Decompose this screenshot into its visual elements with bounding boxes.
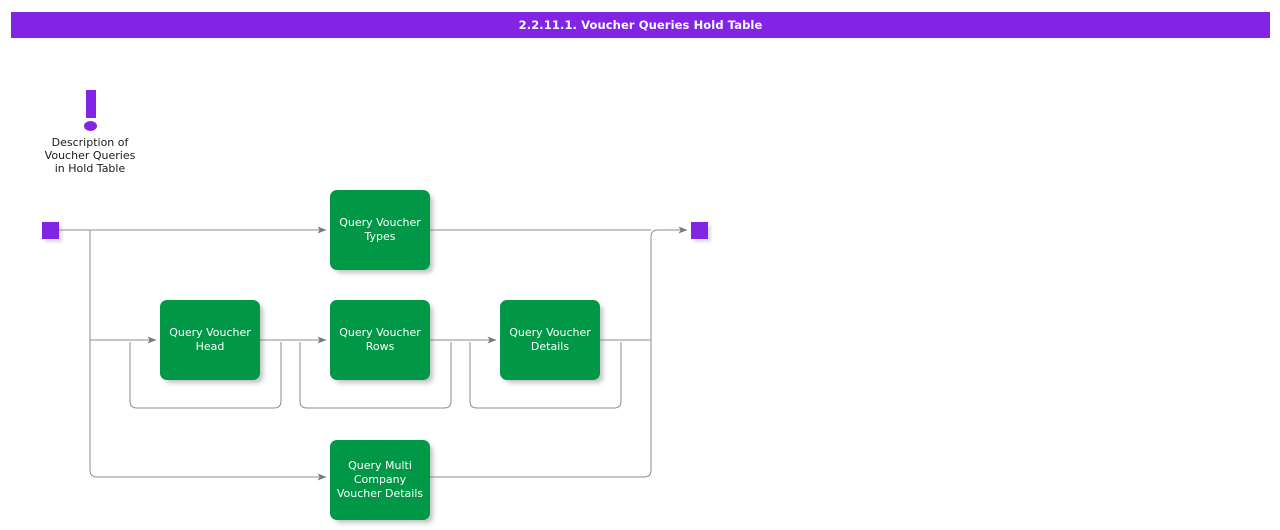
node-query-voucher-details-label: Query Voucher Details bbox=[509, 326, 591, 354]
node-label-line-2: Rows bbox=[365, 340, 395, 353]
exclamation-bar bbox=[86, 90, 96, 118]
node-query-voucher-head[interactable]: Query Voucher Head bbox=[160, 300, 260, 380]
description-note: Description of Voucher Queries in Hold T… bbox=[25, 90, 155, 175]
description-note-line-3: in Hold Table bbox=[54, 162, 126, 175]
node-label-line-2: Head bbox=[195, 340, 225, 353]
node-label-line-1: Query Voucher bbox=[339, 216, 421, 229]
loopback-voucher-rows bbox=[299, 342, 452, 409]
node-label-line-1: Query Voucher bbox=[169, 326, 251, 339]
node-label-line-2: Types bbox=[364, 230, 396, 243]
loopback-voucher-details bbox=[469, 342, 622, 409]
node-label-line-1: Query Voucher bbox=[509, 326, 591, 339]
node-query-multi-company-voucher-details-label: Query Multi Company Voucher Details bbox=[337, 459, 423, 501]
page-title-bar: 2.2.11.1. Voucher Queries Hold Table bbox=[11, 12, 1270, 38]
node-query-voucher-types[interactable]: Query Voucher Types bbox=[330, 190, 430, 270]
end-terminal[interactable] bbox=[691, 222, 708, 239]
exclamation-dot bbox=[84, 121, 97, 131]
start-terminal[interactable] bbox=[42, 222, 59, 239]
node-query-multi-company-voucher-details[interactable]: Query Multi Company Voucher Details bbox=[330, 440, 430, 520]
node-query-voucher-rows[interactable]: Query Voucher Rows bbox=[330, 300, 430, 380]
edge-multi-company-to-right-rail bbox=[430, 340, 652, 478]
description-note-line-2: Voucher Queries bbox=[44, 149, 136, 162]
node-query-voucher-details[interactable]: Query Voucher Details bbox=[500, 300, 600, 380]
node-label-line-1: Query Multi bbox=[348, 459, 412, 472]
exclamation-mark-icon bbox=[25, 90, 155, 134]
loopback-voucher-head bbox=[129, 342, 282, 409]
right-rail-to-end bbox=[650, 226, 688, 340]
description-note-label: Description of Voucher Queries in Hold T… bbox=[25, 136, 155, 175]
node-label-line-2: Details bbox=[530, 340, 570, 353]
node-label-line-1: Query Voucher bbox=[339, 326, 421, 339]
description-note-line-1: Description of bbox=[51, 136, 129, 149]
node-label-line-3: Voucher Details bbox=[336, 487, 424, 500]
node-query-voucher-rows-label: Query Voucher Rows bbox=[339, 326, 421, 354]
left-rail bbox=[89, 230, 110, 478]
node-query-voucher-head-label: Query Voucher Head bbox=[169, 326, 251, 354]
page-title: 2.2.11.1. Voucher Queries Hold Table bbox=[518, 18, 763, 32]
node-query-voucher-types-label: Query Voucher Types bbox=[339, 216, 421, 244]
node-label-line-2: Company bbox=[353, 473, 407, 486]
